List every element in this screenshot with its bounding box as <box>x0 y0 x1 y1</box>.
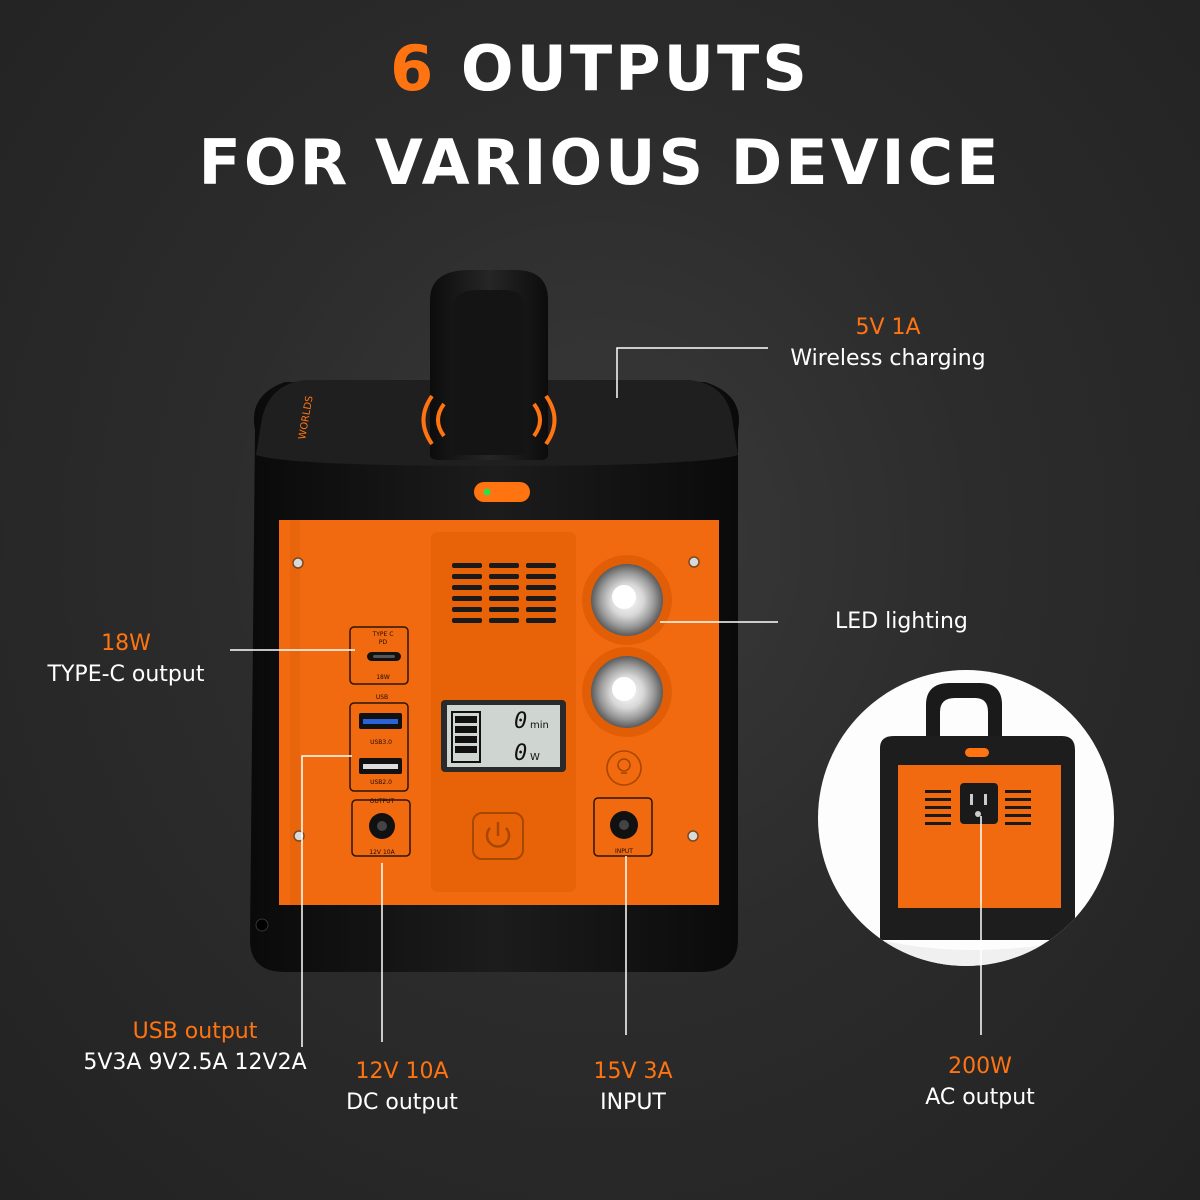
power-station: WORLDS <box>250 270 740 972</box>
svg-text:W: W <box>530 752 540 763</box>
callout-usb: USB output 5V3A 9V2.5A 12V2A <box>70 1016 320 1078</box>
input-desc: INPUT <box>600 1090 666 1115</box>
center-vent <box>452 563 556 623</box>
callout-typec: 18W TYPE-C output <box>40 628 212 690</box>
usb-value: USB output <box>132 1019 258 1044</box>
callout-led: LED lighting <box>835 606 968 637</box>
wireless-desc: Wireless charging <box>790 346 986 371</box>
ac-desc: AC output <box>925 1085 1035 1110</box>
typec-value: 18W <box>101 631 151 656</box>
svg-text:TYPE C: TYPE C <box>372 631 394 638</box>
callout-input: 15V 3A INPUT <box>573 1056 693 1118</box>
headline-number: 6 <box>390 32 437 105</box>
ac-outlet-inset <box>818 670 1114 966</box>
svg-text:12V 10A: 12V 10A <box>369 849 395 856</box>
led-lamps <box>582 555 672 737</box>
dc-output-port: OUTPUT 12V 10A <box>351 798 411 857</box>
headline-line-1: 6 OUTPUTS <box>0 32 1200 105</box>
carry-handle <box>430 270 548 460</box>
lcd-display: 0 min 0 W <box>441 700 566 772</box>
svg-text:18W: 18W <box>376 674 390 681</box>
svg-text:USB3.0: USB3.0 <box>370 739 392 746</box>
input-value: 15V 3A <box>593 1059 673 1084</box>
ac-socket <box>960 783 998 824</box>
svg-text:min: min <box>530 720 549 731</box>
input-port: INPUT <box>593 797 653 857</box>
led-desc: LED lighting <box>835 609 968 634</box>
headline-outputs: OUTPUTS <box>460 32 810 105</box>
usb-ports: USB USB3.0 USB2.0 <box>349 694 409 792</box>
callout-lines <box>230 347 982 1047</box>
svg-text:PD: PD <box>379 639 388 646</box>
dc-value: 12V 10A <box>355 1059 449 1084</box>
wireless-charging-icon <box>421 394 557 446</box>
svg-text:0: 0 <box>514 709 527 734</box>
ac-value: 200W <box>948 1054 1012 1079</box>
dc-desc: DC output <box>346 1090 458 1115</box>
svg-text:OUTPUT: OUTPUT <box>370 798 395 805</box>
callout-wireless: 5V 1A Wireless charging <box>790 312 986 374</box>
usb-desc: 5V3A 9V2.5A 12V2A <box>83 1050 307 1075</box>
headline-line-2: FOR VARIOUS DEVICE <box>198 126 1002 199</box>
svg-text:USB2.0: USB2.0 <box>370 779 392 786</box>
svg-text:USB: USB <box>376 694 388 701</box>
typec-desc: TYPE-C output <box>47 662 205 687</box>
light-button <box>606 750 642 786</box>
type-c-port: TYPE C PD 18W <box>349 626 409 685</box>
callout-dc: 12V 10A DC output <box>332 1056 472 1118</box>
svg-text:INPUT: INPUT <box>615 848 633 855</box>
wireless-value: 5V 1A <box>855 315 921 340</box>
status-led <box>483 488 491 496</box>
svg-text:0: 0 <box>514 741 527 766</box>
power-button <box>472 812 524 860</box>
status-indicator <box>474 482 530 502</box>
callout-ac: 200W AC output <box>910 1051 1050 1113</box>
